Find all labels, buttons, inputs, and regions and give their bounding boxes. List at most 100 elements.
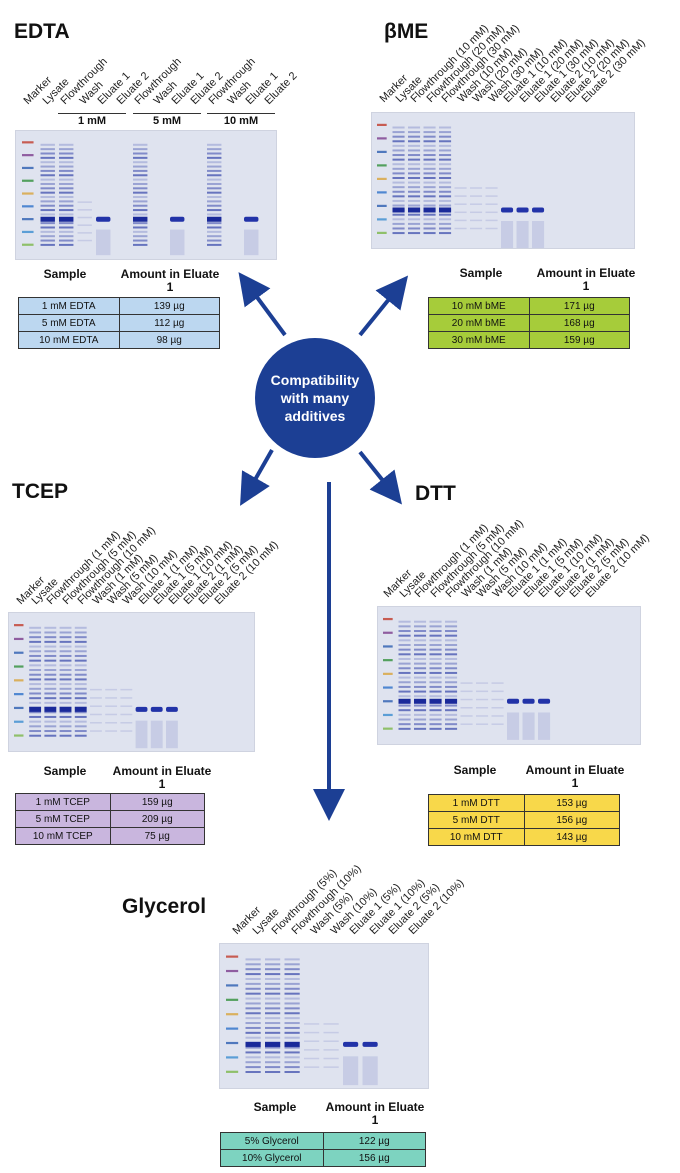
lysate-band: [207, 152, 222, 155]
lysate-band: [40, 143, 55, 146]
lysate-band: [284, 997, 300, 1000]
wash-band: [323, 1049, 339, 1051]
lysate-band: [265, 1031, 281, 1034]
edta-gel-svg: [22, 141, 259, 256]
lysate-band: [44, 692, 57, 695]
lysate-band: [44, 654, 57, 657]
lysate-band: [265, 1036, 281, 1039]
lysate-band: [133, 165, 148, 168]
lysate-band: [398, 676, 411, 679]
wash-band: [77, 209, 92, 211]
marker-band: [14, 720, 24, 723]
wash-band: [90, 713, 102, 716]
lysate-band: [133, 191, 148, 194]
lysate-band: [429, 690, 442, 693]
lysate-band: [207, 235, 222, 238]
wash-band: [105, 705, 118, 707]
lysate-band: [133, 243, 148, 246]
lysate-band: [74, 683, 87, 686]
eluate-band: [96, 216, 111, 222]
marker-band: [22, 154, 34, 157]
lysate-band: [429, 709, 442, 712]
lysate-band: [44, 701, 57, 704]
lysate-band: [408, 135, 421, 138]
marker-band: [377, 191, 387, 194]
lysate-band: [265, 997, 281, 1000]
lysate-band: [44, 673, 57, 676]
lysate-band: [423, 222, 436, 225]
marker-band: [14, 706, 24, 710]
lysate-band: [284, 987, 300, 990]
lysate-band: [423, 167, 436, 170]
eluate-band: [501, 207, 514, 213]
lysate-band: [284, 1007, 300, 1010]
lysate-band: [398, 685, 411, 688]
lysate-band: [392, 154, 405, 157]
lysate-band: [59, 715, 72, 718]
wash-band: [323, 1057, 339, 1060]
wash-band: [90, 722, 102, 724]
lysate-band: [245, 968, 261, 971]
lysate-band: [207, 174, 222, 177]
lysate-band: [40, 243, 55, 246]
lysate-band: [29, 730, 42, 733]
wash-band: [470, 203, 483, 205]
lysate-band: [445, 723, 458, 726]
amount-cell: 98 µg: [118, 331, 220, 349]
lysate-band: [44, 725, 57, 728]
lysate-band: [74, 678, 87, 681]
lysate-band: [133, 182, 148, 185]
lysate-band: [439, 195, 452, 198]
lysate-band: [423, 227, 436, 230]
wash-band: [120, 697, 133, 699]
lysate-band: [133, 204, 148, 207]
lysate-band: [265, 987, 281, 990]
lysate-band: [245, 997, 261, 1000]
lysate-band: [392, 204, 405, 207]
marker-band: [377, 150, 387, 153]
lysate-band: [398, 620, 411, 623]
wash-band: [90, 705, 102, 707]
eluate-smear: [522, 712, 535, 740]
lysate-band: [207, 148, 222, 151]
lysate-band: [74, 697, 87, 700]
lysate-band: [423, 126, 436, 129]
lysate-band: [59, 692, 72, 695]
target-band: [59, 706, 72, 712]
marker-band: [226, 1041, 239, 1045]
lysate-band: [439, 186, 452, 189]
marker-band: [22, 205, 34, 208]
lysate-band: [265, 1051, 281, 1054]
lysate-band: [29, 715, 42, 718]
lysate-band: [392, 149, 405, 152]
lysate-band: [59, 222, 74, 225]
lysate-band: [439, 158, 452, 161]
lysate-band: [284, 1046, 300, 1049]
target-band: [423, 207, 436, 213]
wash-band: [120, 705, 133, 707]
lysate-band: [245, 1007, 261, 1010]
lysate-band: [59, 669, 72, 672]
wash-band: [77, 239, 92, 242]
lysate-band: [392, 199, 405, 202]
target-band: [439, 207, 452, 213]
wash-band: [460, 690, 473, 693]
lysate-band: [29, 669, 42, 672]
lysate-band: [398, 648, 411, 651]
marker-band: [383, 645, 393, 648]
edta-conc-2: 5 mM: [133, 113, 201, 127]
wash-band: [491, 690, 504, 693]
lysate-band: [59, 204, 74, 207]
lysate-band: [59, 720, 72, 723]
lysate-band: [133, 187, 148, 190]
marker-band: [226, 1070, 239, 1073]
lysate-band: [398, 657, 411, 660]
lysate-band: [429, 653, 442, 656]
wash-band: [476, 707, 489, 709]
target-band: [445, 698, 458, 704]
lysate-band: [74, 692, 87, 695]
